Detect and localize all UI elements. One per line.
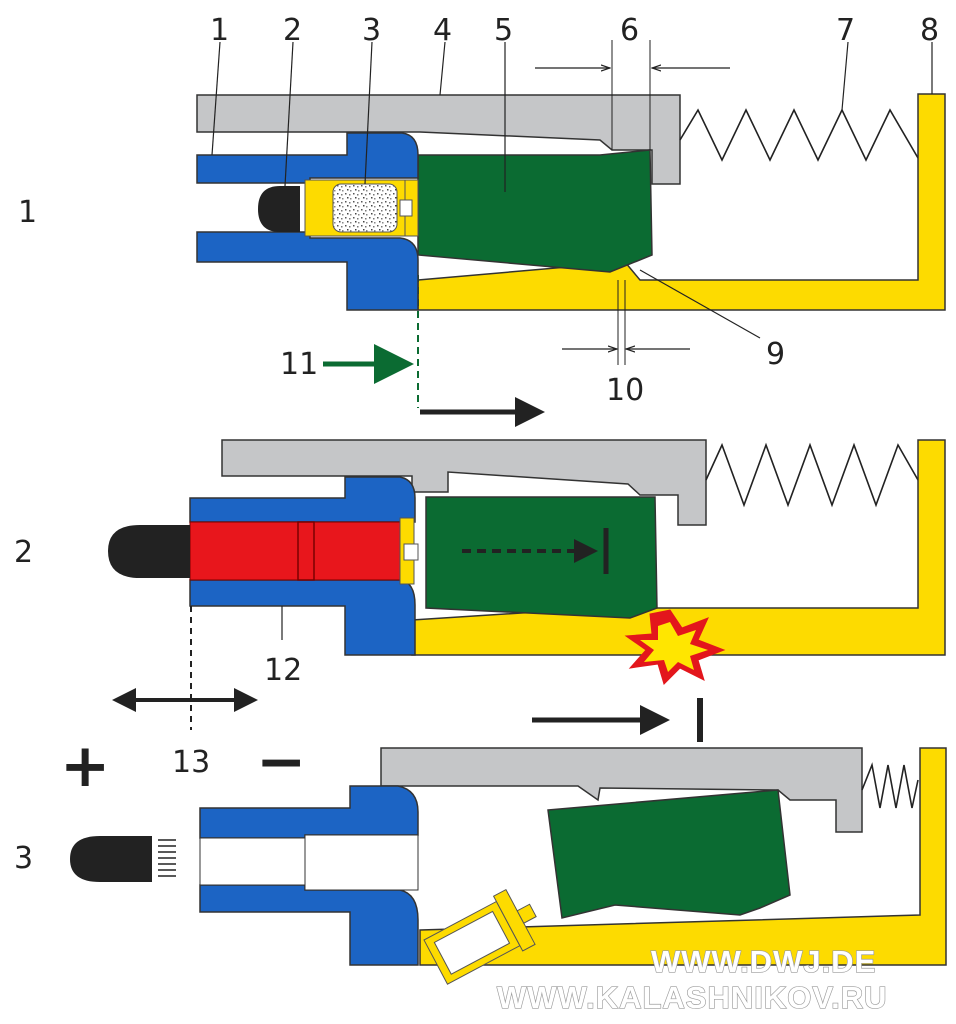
row-label-3: 3 bbox=[14, 841, 33, 876]
row-label-2: 2 bbox=[14, 535, 33, 570]
exhaust-lines bbox=[158, 839, 176, 877]
callout-7: 7 bbox=[836, 13, 855, 48]
callout-5: 5 bbox=[494, 13, 513, 48]
cartridge-case-fired bbox=[189, 521, 401, 581]
breech-block bbox=[547, 789, 791, 919]
barrel-upper bbox=[196, 132, 419, 184]
recoil-spring bbox=[705, 442, 919, 508]
primer bbox=[403, 543, 419, 561]
callout-3: 3 bbox=[362, 13, 381, 48]
callout-11: 11 bbox=[280, 347, 318, 382]
minus-sign: − bbox=[256, 727, 306, 797]
ejected-case bbox=[423, 888, 537, 985]
callout-2: 2 bbox=[283, 13, 302, 48]
watermark-dwj: WWW.DWJ.DE bbox=[651, 944, 876, 979]
barrel-lower bbox=[199, 884, 419, 966]
callout-6: 6 bbox=[620, 13, 639, 48]
callout-13: 13 bbox=[172, 745, 210, 780]
callout-12: 12 bbox=[264, 653, 302, 688]
bullet bbox=[108, 525, 190, 578]
plus-sign: + bbox=[60, 731, 110, 801]
callout-9: 9 bbox=[766, 337, 785, 372]
bullet bbox=[258, 186, 300, 232]
empty-chamber bbox=[199, 837, 306, 886]
bullet bbox=[70, 836, 152, 882]
empty-chamber-inner bbox=[304, 834, 419, 891]
breech-block bbox=[417, 149, 653, 273]
powder-charge bbox=[332, 183, 398, 233]
recoil-spring bbox=[679, 108, 919, 162]
barrel-lower bbox=[196, 231, 419, 311]
case-band bbox=[297, 521, 315, 581]
breech-block bbox=[425, 496, 658, 619]
watermark-kalashnikov: WWW.KALASHNIKOV.RU bbox=[497, 980, 888, 1015]
barrel-upper bbox=[199, 785, 419, 839]
callout-4: 4 bbox=[433, 13, 452, 48]
row-2-diagram bbox=[108, 439, 946, 730]
recoil-spring bbox=[861, 762, 919, 809]
row-3-diagram bbox=[70, 698, 947, 985]
callout-1: 1 bbox=[210, 13, 229, 48]
barrel-upper bbox=[189, 476, 416, 523]
frame-part bbox=[417, 93, 946, 311]
row-label-1: 1 bbox=[18, 195, 37, 230]
slide-part bbox=[380, 747, 863, 833]
watermark: WWW.DWJ.DE WWW.KALASHNIKOV.RU bbox=[496, 943, 888, 1015]
primer bbox=[399, 199, 413, 217]
row-1-diagram bbox=[196, 40, 946, 427]
callout-labels: 1 2 3 4 5 6 7 8 9 10 11 12 13 bbox=[172, 13, 939, 780]
row-labels: 1 2 3 bbox=[14, 195, 37, 876]
callout-10: 10 bbox=[606, 373, 644, 408]
barrel-lower bbox=[189, 579, 416, 656]
slide-part bbox=[221, 439, 707, 526]
callout-8: 8 bbox=[920, 13, 939, 48]
